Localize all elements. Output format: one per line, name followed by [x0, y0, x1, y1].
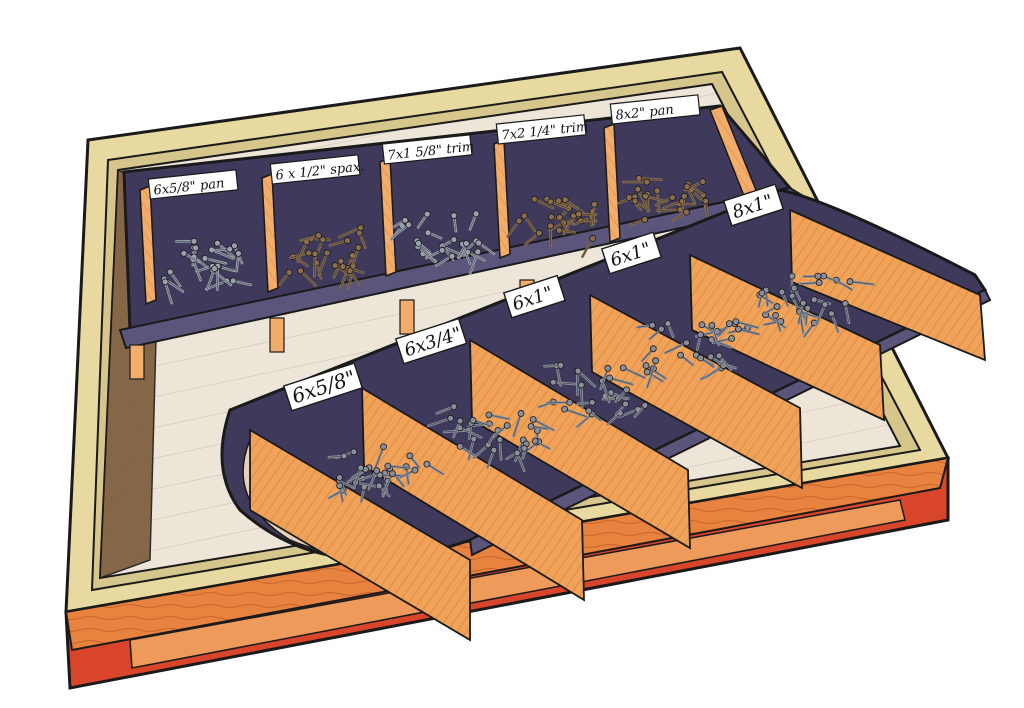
- back-bin-label: 6 x 1/2" spax.: [269, 154, 365, 185]
- back-bin: [261, 172, 367, 294]
- bin-divider: [139, 184, 157, 306]
- bin-divider: [789, 208, 987, 362]
- bin-divider: [603, 122, 621, 244]
- nail-pile: [617, 174, 710, 226]
- back-bin-label-text: 6x5/8" pan: [153, 176, 225, 198]
- back-bin: [493, 138, 598, 260]
- back-bin-label-text: 8x2" pan: [615, 103, 675, 124]
- back-bin-label: 8x2" pan: [609, 94, 701, 125]
- tray-foot: [129, 344, 145, 380]
- bin-divider: [469, 338, 691, 550]
- bin-divider: [261, 172, 279, 294]
- tray-foot: [269, 317, 285, 353]
- nail-pile: [327, 443, 445, 503]
- bin-divider: [689, 253, 885, 422]
- nail-pile: [636, 318, 761, 389]
- tray-foot: [399, 299, 415, 335]
- bin-divider: [249, 428, 471, 642]
- nail-pile: [160, 237, 252, 305]
- front-bin-label: 8x1": [722, 183, 785, 227]
- nail-pile: [756, 272, 875, 338]
- nail-pile: [278, 224, 367, 290]
- front-bin-label: 6x1": [600, 231, 663, 275]
- back-bin-label: 6x5/8" pan: [147, 169, 239, 200]
- nail-pile: [390, 210, 496, 275]
- back-bin: [603, 122, 710, 244]
- nail-pile: [506, 195, 598, 259]
- bin-divider: [361, 386, 585, 602]
- nail-pile: [427, 403, 556, 473]
- nail-pile: [537, 361, 667, 429]
- back-bin: [379, 156, 496, 278]
- front-tray: 6x5/8"6x3/4"6x1"6x1"8x1": [220, 183, 992, 642]
- back-bin: [139, 184, 252, 306]
